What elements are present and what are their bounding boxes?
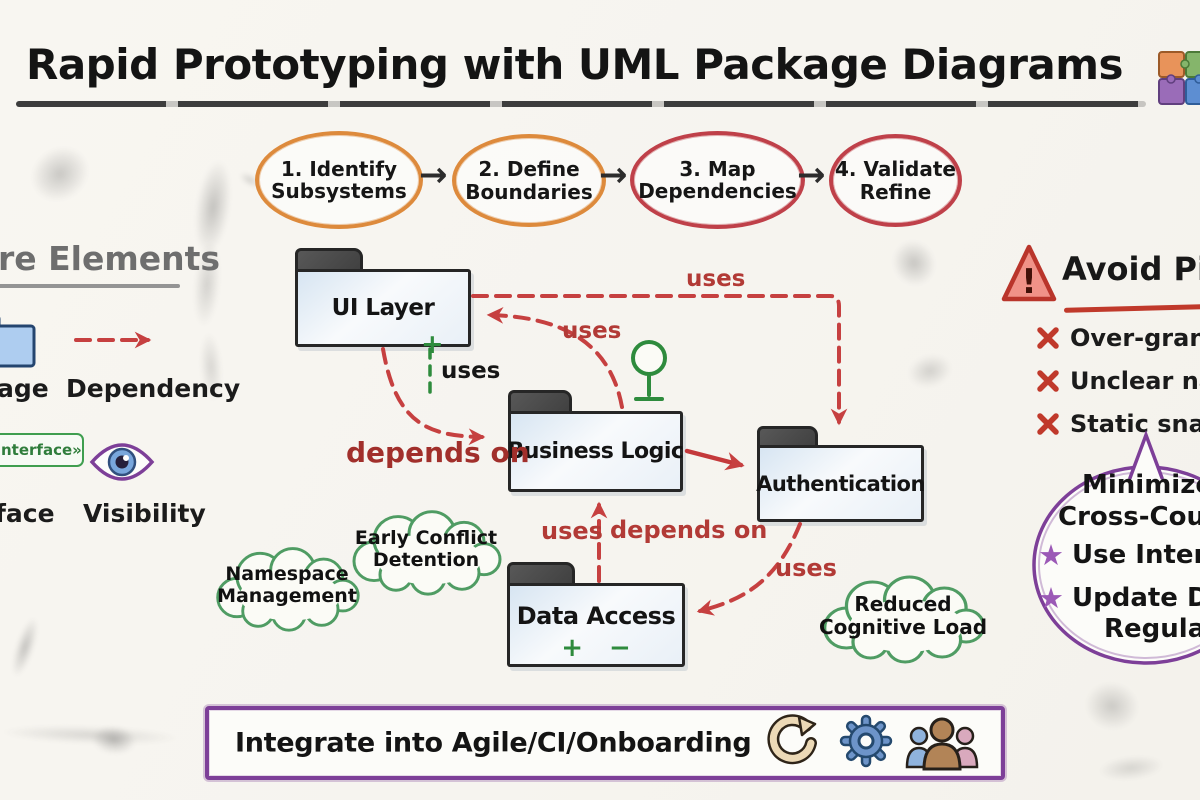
tip-item-use-interfaces: ★ Use Interfa	[1038, 538, 1200, 572]
cloud-namespace-text: Namespace Management	[210, 538, 364, 634]
flow-arrow-icon: →	[797, 155, 826, 195]
interface-stereotype-text: «interface»	[0, 441, 82, 459]
banner-text: Integrate into Agile/CI/Onboarding	[235, 727, 752, 759]
tip-text: Use Interfa	[1072, 540, 1200, 570]
edge-label-uses-green: uses	[441, 358, 501, 384]
cloud-namespace	[216, 547, 360, 632]
pencil-smudge	[6, 614, 44, 680]
step-label: Boundaries	[465, 179, 593, 204]
edge-label-depends-da-right: depends on	[610, 516, 768, 544]
edge-label-uses-da-left: uses	[541, 517, 603, 545]
package-authentication: Authentication	[756, 426, 925, 522]
pitfall-text: Static snaps	[1070, 410, 1200, 438]
legend-interface-label: face	[0, 499, 55, 528]
package-business-logic: Business Logic	[507, 390, 684, 492]
pitfall-text: Unclear nam	[1070, 367, 1200, 395]
edge-label-uses-auth-da: uses	[775, 554, 837, 582]
step-identify-subsystems: 1. Identify Subsystems	[255, 131, 423, 229]
package-body: Authentication	[756, 445, 925, 522]
warning-exclamation: !	[1021, 262, 1037, 302]
package-folder-icon	[0, 316, 36, 368]
pencil-smudge	[885, 233, 943, 293]
tips-title-line1: Minimize	[1082, 470, 1200, 500]
pitfalls-underline	[1063, 304, 1200, 313]
flow-arrow-icon: →	[599, 155, 628, 195]
step-label: Subsystems	[271, 179, 407, 203]
flow-arrow-icon: →	[419, 155, 448, 195]
minus-symbol: −	[609, 633, 631, 663]
legend-package-label: age	[0, 374, 49, 403]
cloud-line: Reduced	[854, 592, 952, 616]
step-label: 2. Define	[478, 157, 580, 182]
edge-bl-auth-solid	[684, 448, 745, 471]
cloud-early-conflict	[352, 510, 502, 596]
star-icon: ★	[1038, 538, 1064, 572]
x-mark-icon	[1037, 413, 1059, 435]
step-label: Dependencies	[638, 179, 797, 203]
gear-icon	[839, 714, 893, 768]
package-body: Business Logic	[507, 411, 684, 492]
step-label: 4. Validate	[834, 157, 956, 182]
pitfall-item-overgranular: Over-granul	[1036, 324, 1200, 352]
interface-stereotype-icon: «interface»	[0, 433, 84, 467]
package-body: UI Layer	[295, 269, 471, 347]
cloud-line: Cognitive Load	[818, 615, 988, 639]
pitfall-item-static-snapshots: Static snaps	[1036, 410, 1200, 438]
tip-text: Update Diag	[1072, 583, 1200, 613]
step-map-dependencies: 3. Map Dependencies	[630, 131, 805, 229]
visibility-eye-icon	[89, 443, 155, 481]
refresh-cycle-icon	[767, 714, 817, 765]
pitfalls-heading: Avoid Pitf	[1062, 250, 1200, 288]
package-name: Business Logic	[507, 439, 684, 464]
package-data-access: Data Access + −	[507, 562, 685, 667]
cloud-early-conflict-text: Early Conflict Detention	[346, 501, 506, 598]
visibility-plus-minus: + −	[510, 635, 682, 661]
package-body: Data Access + −	[507, 583, 685, 667]
edge-label-uses-bl-ui: uses	[562, 318, 622, 344]
legend-heading: re Elements	[0, 239, 221, 278]
pencil-smudge	[1080, 676, 1144, 736]
pencil-smudge	[1096, 752, 1166, 784]
tips-speech-bubble	[1032, 429, 1200, 665]
warning-triangle-icon: !	[1001, 244, 1057, 302]
visibility-plus: +	[421, 329, 444, 360]
step-label: Refine	[859, 179, 932, 204]
cloud-line: Management	[217, 585, 357, 607]
package-name: Authentication	[756, 471, 925, 496]
star-icon: ★	[1038, 581, 1064, 615]
pencil-smudge	[20, 135, 100, 213]
step-define-boundaries: 2. Define Boundaries	[452, 134, 606, 227]
legend-visibility-label: Visibility	[83, 499, 206, 528]
pitfall-text: Over-granul	[1070, 324, 1200, 352]
title-underline	[16, 101, 1146, 107]
legend-dependency-label: Dependency	[66, 374, 241, 403]
page-title: Rapid Prototyping with UML Package Diagr…	[26, 40, 1124, 89]
plus-symbol: +	[561, 633, 583, 663]
x-mark-icon	[1037, 370, 1059, 392]
cloud-line: Early Conflict	[354, 526, 498, 549]
integration-banner: Integrate into Agile/CI/Onboarding	[205, 706, 1005, 780]
package-name: Data Access	[516, 602, 676, 630]
cloud-line: Detention	[372, 548, 480, 571]
cloud-reduced-load-text: Reduced Cognitive Load	[816, 566, 990, 666]
puzzle-icon	[1158, 51, 1200, 105]
step-label: 3. Map	[679, 156, 756, 181]
step-label: 1. Identify	[280, 156, 398, 181]
edge-label-uses-top: uses	[686, 266, 746, 292]
pitfall-item-unclear-naming: Unclear nam	[1036, 367, 1200, 395]
tip-item-update-diagrams: ★ Update Diag	[1038, 581, 1200, 615]
edge-label-depends-on: depends on	[346, 436, 530, 469]
package-name: UI Layer	[331, 295, 435, 321]
legend-underline	[0, 284, 180, 288]
pencil-smudge	[0, 722, 181, 748]
cloud-line: Namespace	[225, 563, 349, 586]
tip-item-update-diagrams-cont: Regularl	[1104, 614, 1200, 644]
tips-title-line2: Cross-Coup	[1058, 502, 1200, 532]
pencil-smudge	[904, 349, 956, 393]
x-mark-icon	[1037, 327, 1059, 349]
team-icon	[905, 717, 979, 771]
package-ui-layer: UI Layer	[295, 248, 471, 347]
cloud-reduced-load	[823, 575, 986, 664]
step-validate-refine: 4. Validate Refine	[829, 134, 962, 227]
